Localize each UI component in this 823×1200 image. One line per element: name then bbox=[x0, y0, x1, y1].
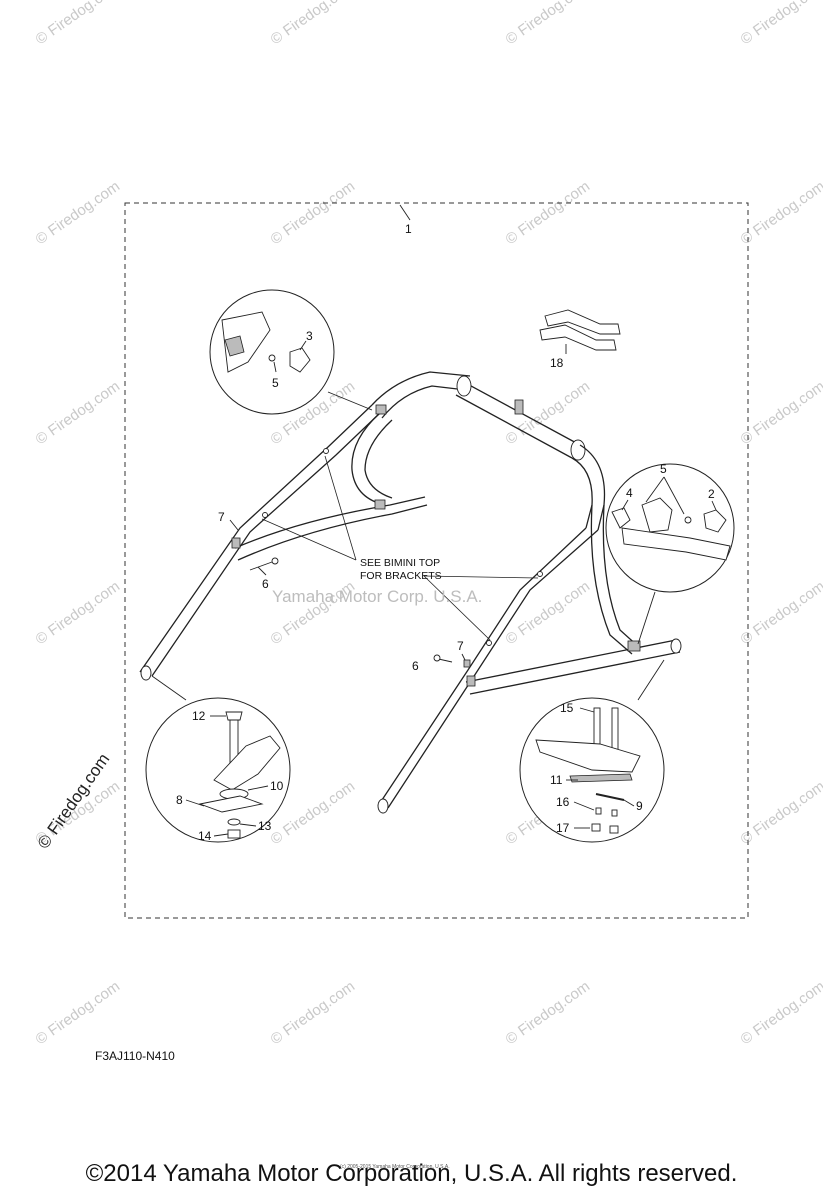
figure-code: F3AJ110-N410 bbox=[95, 1049, 175, 1063]
firedog-watermark-tile: © Firedog.com bbox=[33, 178, 124, 248]
detail-circle-knob-right: 5 4 2 bbox=[605, 462, 735, 645]
callout-12: 12 bbox=[192, 709, 206, 723]
firedog-watermark-tile: © Firedog.com bbox=[738, 978, 823, 1048]
bimini-note-line1: SEE BIMINI TOP bbox=[360, 557, 440, 569]
firedog-watermark-tile: © Firedog.com bbox=[33, 978, 124, 1048]
fine-print: (c) 2005-2015 Yamaha Motor Corporation, … bbox=[340, 1164, 450, 1170]
firedog-watermark-tile: © Firedog.com bbox=[33, 0, 124, 48]
firedog-watermark-tile: © Firedog.com bbox=[503, 0, 594, 48]
firedog-watermark-tile: © Firedog.com bbox=[268, 978, 359, 1048]
left-bolts-6-7: 7 6 bbox=[218, 510, 279, 591]
copyright-footer: ©2014 Yamaha Motor Corporation, U.S.A. A… bbox=[85, 1160, 738, 1187]
bimini-note: SEE BIMINI TOP FOR BRACKETS bbox=[261, 455, 539, 641]
firedog-watermark-tile: © Firedog.com bbox=[268, 178, 359, 248]
callout-6-left: 6 bbox=[262, 577, 269, 591]
callout-15: 15 bbox=[560, 701, 574, 715]
detail-circle-foot-left: 12 10 8 13 14 bbox=[145, 675, 291, 843]
callout-1: 1 bbox=[405, 222, 412, 236]
leader-1 bbox=[399, 204, 411, 221]
callout-14: 14 bbox=[198, 829, 212, 843]
firedog-watermark-tile: © Firedog.com bbox=[738, 0, 823, 48]
callout-5-right: 5 bbox=[660, 462, 667, 476]
firedog-watermark-tile: © Firedog.com bbox=[503, 578, 594, 648]
firedog-watermark-tile: © Firedog.com bbox=[33, 578, 124, 648]
callout-9: 9 bbox=[636, 799, 643, 813]
firedog-watermark-tile: © Firedog.com bbox=[738, 778, 823, 848]
firedog-watermark-tile: © Firedog.com bbox=[503, 978, 594, 1048]
callout-8: 8 bbox=[176, 793, 183, 807]
callout-7-right: 7 bbox=[457, 639, 464, 653]
callout-16: 16 bbox=[556, 795, 570, 809]
callout-10: 10 bbox=[270, 779, 284, 793]
detail-circle-foot-right: 15 11 9 16 17 bbox=[519, 659, 665, 843]
detail-circle-knob-left: 3 5 bbox=[209, 289, 373, 415]
firedog-watermark-tile: © Firedog.com bbox=[503, 178, 594, 248]
callout-17: 17 bbox=[556, 821, 570, 835]
callout-6-right: 6 bbox=[412, 659, 419, 673]
callout-13: 13 bbox=[258, 819, 272, 833]
callout-7-left: 7 bbox=[218, 510, 225, 524]
tower-frame bbox=[139, 371, 682, 814]
firedog-watermark-tile: © Firedog.com bbox=[738, 378, 823, 448]
callout-4: 4 bbox=[626, 486, 633, 500]
firedog-watermark-tile: © Firedog.com bbox=[268, 0, 359, 48]
brackets-18: 18 bbox=[539, 309, 621, 370]
firedog-watermark-tile: © Firedog.com bbox=[33, 378, 124, 448]
callout-18: 18 bbox=[550, 356, 564, 370]
callout-3: 3 bbox=[306, 329, 313, 343]
assembly-frame bbox=[124, 202, 749, 919]
yamaha-watermark: Yamaha Motor Corp. U.S.A. bbox=[272, 587, 482, 606]
callout-5-left: 5 bbox=[272, 376, 279, 390]
firedog-watermark-tile: © Firedog.com bbox=[738, 178, 823, 248]
firedog-watermark-tile: © Firedog.com bbox=[738, 578, 823, 648]
callout-2: 2 bbox=[708, 487, 715, 501]
right-bolts-6-7: 7 6 bbox=[412, 639, 471, 673]
callout-11: 11 bbox=[550, 773, 563, 787]
bimini-note-line2: FOR BRACKETS bbox=[360, 570, 442, 582]
